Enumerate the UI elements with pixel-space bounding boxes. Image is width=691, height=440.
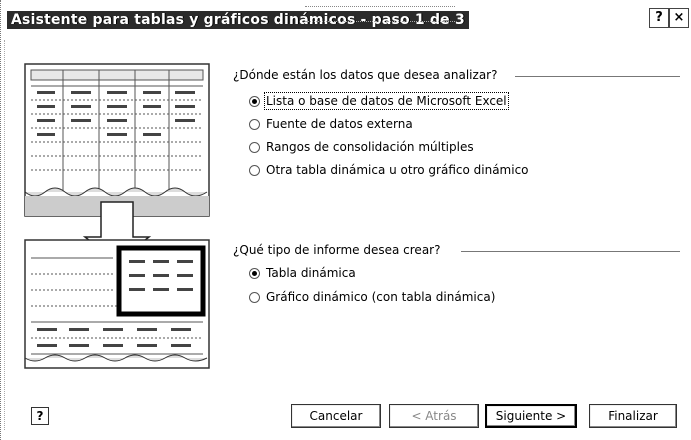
radio-button[interactable] (249, 164, 260, 176)
cancel-button[interactable]: Cancelar (291, 404, 381, 428)
radio-consolidation-ranges[interactable]: Rangos de consolidación múltiples (249, 138, 474, 156)
radio-label-pivot-chart: Gráfico dinámico (con tabla dinámica) (266, 290, 496, 304)
wizard-illustration-graphic (24, 63, 210, 369)
wizard-illustration (23, 62, 211, 372)
radio-pivot-chart[interactable]: Gráfico dinámico (con tabla dinámica) (249, 288, 495, 306)
radio-label-other-pivot: Otra tabla dinámica u otro gráfico dinám… (266, 163, 529, 177)
data-source-group-label: ¿Dónde están los datos que desea analiza… (233, 68, 502, 82)
radio-button[interactable] (249, 141, 260, 153)
title-bar[interactable]: Asistente para tablas y gráficos dinámic… (5, 6, 689, 32)
next-button[interactable]: Siguiente > (485, 404, 577, 428)
radio-pivot-table[interactable]: Tabla dinámica (249, 264, 356, 282)
radio-label-consolidation-ranges: Rangos de consolidación múltiples (266, 140, 474, 154)
radio-button-selected[interactable] (249, 95, 260, 107)
title-bar-texture (305, 6, 455, 22)
data-source-group-line (515, 76, 680, 77)
title-help-button[interactable]: ? (649, 8, 669, 28)
radio-label-external-data: Fuente de datos externa (266, 117, 413, 131)
report-type-group-line (461, 251, 680, 252)
radio-other-pivot[interactable]: Otra tabla dinámica u otro gráfico dinám… (249, 161, 529, 179)
radio-button[interactable] (249, 118, 260, 130)
window-title: Asistente para tablas y gráficos dinámic… (7, 11, 469, 29)
radio-external-data[interactable]: Fuente de datos externa (249, 115, 413, 133)
radio-label-excel-list: Lista o base de datos de Microsoft Excel (264, 92, 509, 110)
radio-label-pivot-table: Tabla dinámica (266, 266, 356, 280)
help-icon-button[interactable]: ? (31, 407, 49, 425)
report-type-group-label: ¿Qué tipo de informe desea crear? (233, 243, 445, 257)
finish-button[interactable]: Finalizar (589, 404, 677, 428)
title-close-button[interactable]: × (669, 8, 689, 28)
radio-excel-list[interactable]: Lista o base de datos de Microsoft Excel (249, 92, 509, 110)
radio-button-selected[interactable] (249, 267, 260, 279)
back-button[interactable]: < Atrás (389, 404, 479, 428)
radio-button[interactable] (249, 291, 260, 303)
left-border (4, 40, 5, 430)
